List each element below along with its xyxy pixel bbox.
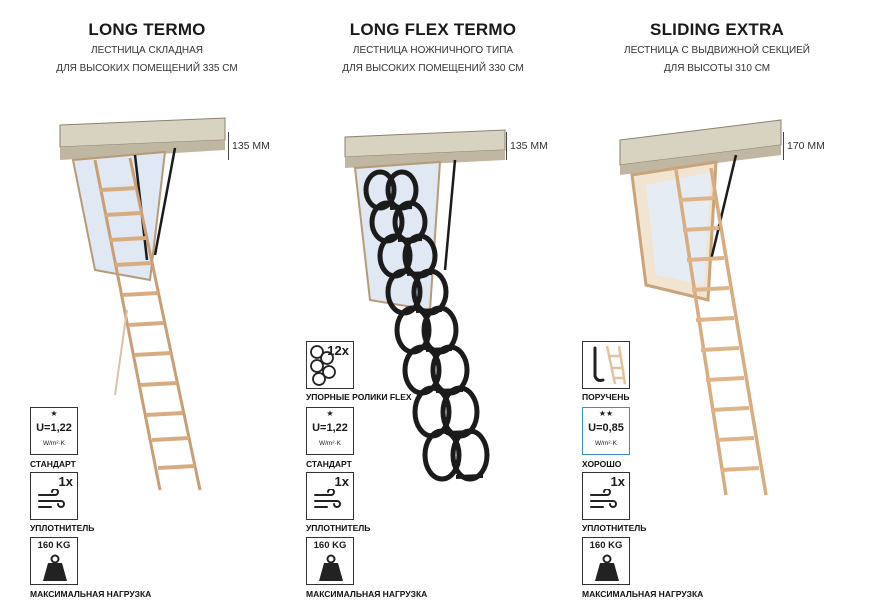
star-icon: ★ [326, 409, 334, 418]
product-height: ДЛЯ ВЫСОТЫ 310 СМ [663, 63, 771, 74]
load-label: МАКСИМАЛЬНАЯ НАГРУЗКА [306, 589, 428, 599]
product-subtitle: ЛЕСТНИЦА С ВЫДВИЖНОЙ СЕКЦИЕЙ [624, 45, 810, 56]
handrail-icon [593, 345, 627, 385]
product-subtitle: ЛЕСТНИЦА НОЖНИЧНОГО ТИПА [352, 45, 514, 56]
seal-label: УПЛОТНИТЕЛЬ [582, 523, 647, 533]
product-sliding-extra: SLIDING EXTRA ЛЕСТНИЦА С ВЫДВИЖНОЙ СЕКЦИ… [570, 0, 864, 603]
handrail-badge [582, 341, 630, 389]
product-long-flex-termo: LONG FLEX TERMO ЛЕСТНИЦА НОЖНИЧНОГО ТИПА… [286, 0, 580, 603]
seal-label: УПЛОТНИТЕЛЬ [30, 523, 95, 533]
wind-icon [38, 489, 65, 508]
weight-icon [319, 554, 343, 581]
weight-icon [43, 554, 67, 581]
load-label: МАКСИМАЛЬНАЯ НАГРУЗКА [30, 589, 152, 599]
rating-label: СТАНДАРТ [30, 459, 76, 469]
rollers-label: УПОРНЫЕ РОЛИКИ FLEX [306, 392, 412, 402]
u-value-badge: ★ U=1,22 W/m²·K [30, 407, 78, 455]
load-badge: 160 KG [306, 537, 354, 585]
product-height: ДЛЯ ВЫСОКИХ ПОМЕЩЕНИЙ 335 СМ [56, 63, 238, 74]
load-badge: 160 KG [582, 537, 630, 585]
product-title: SLIDING EXTRA [650, 20, 784, 39]
rating-label: ХОРОШО [582, 459, 622, 469]
product-title: LONG FLEX TERMO [349, 20, 517, 39]
ladder-image [59, 117, 226, 491]
u-value-badge: ★★ U=0,85 W/m²·K [582, 407, 630, 455]
seal-badge: 1x [30, 472, 78, 520]
ladder-image [619, 119, 782, 496]
load-badge: 160 KG [30, 537, 78, 585]
star-icon: ★★ [598, 409, 614, 418]
weight-icon [595, 554, 619, 581]
handrail-label: ПОРУЧЕНЬ [582, 392, 630, 402]
star-icon: ★ [50, 409, 58, 418]
product-long-termo: LONG TERMO ЛЕСТНИЦА СКЛАДНАЯ ДЛЯ ВЫСОКИХ… [0, 0, 294, 603]
load-label: МАКСИМАЛЬНАЯ НАГРУЗКА [582, 589, 704, 599]
rating-label: СТАНДАРТ [306, 459, 352, 469]
frame-depth-label: 170 ММ [783, 132, 825, 160]
ladder-image [344, 129, 506, 482]
seal-badge: 1x [306, 472, 354, 520]
rollers-badge: 12x [306, 341, 354, 389]
product-height: ДЛЯ ВЫСОКИХ ПОМЕЩЕНИЙ 330 СМ [342, 63, 524, 74]
product-subtitle: ЛЕСТНИЦА СКЛАДНАЯ [91, 45, 203, 56]
frame-depth-label: 135 ММ [228, 132, 270, 160]
product-title: LONG TERMO [88, 20, 206, 39]
seal-label: УПЛОТНИТЕЛЬ [306, 523, 371, 533]
frame-depth-label: 135 ММ [506, 132, 548, 160]
u-value-badge: ★ U=1,22 W/m²·K [306, 407, 354, 455]
wind-icon [314, 489, 341, 508]
seal-badge: 1x [582, 472, 630, 520]
rollers-icon [310, 345, 336, 386]
wind-icon [590, 489, 617, 508]
